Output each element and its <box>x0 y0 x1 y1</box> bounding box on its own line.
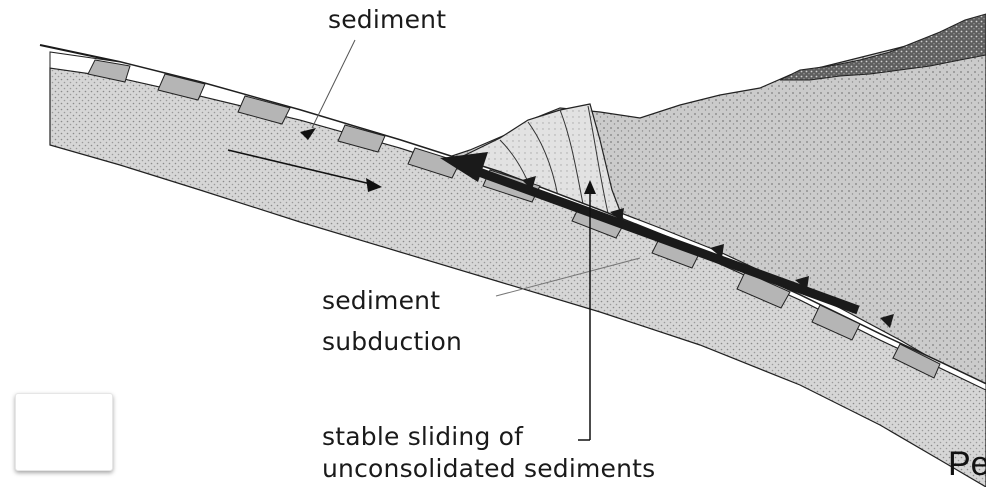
label-stable-sliding-line2: unconsolidated sediments <box>322 452 655 485</box>
blank-thumbnail-card[interactable] <box>15 393 113 471</box>
partial-footer-text: Pe <box>948 444 986 484</box>
label-sediment-subduction-line2: subduction <box>322 325 462 358</box>
label-sediment-subduction-line1: sediment <box>322 284 440 317</box>
label-sediment: sediment <box>328 3 446 36</box>
label-stable-sliding-line1: stable sliding of <box>322 420 523 453</box>
sediment-leader-line <box>312 40 355 128</box>
